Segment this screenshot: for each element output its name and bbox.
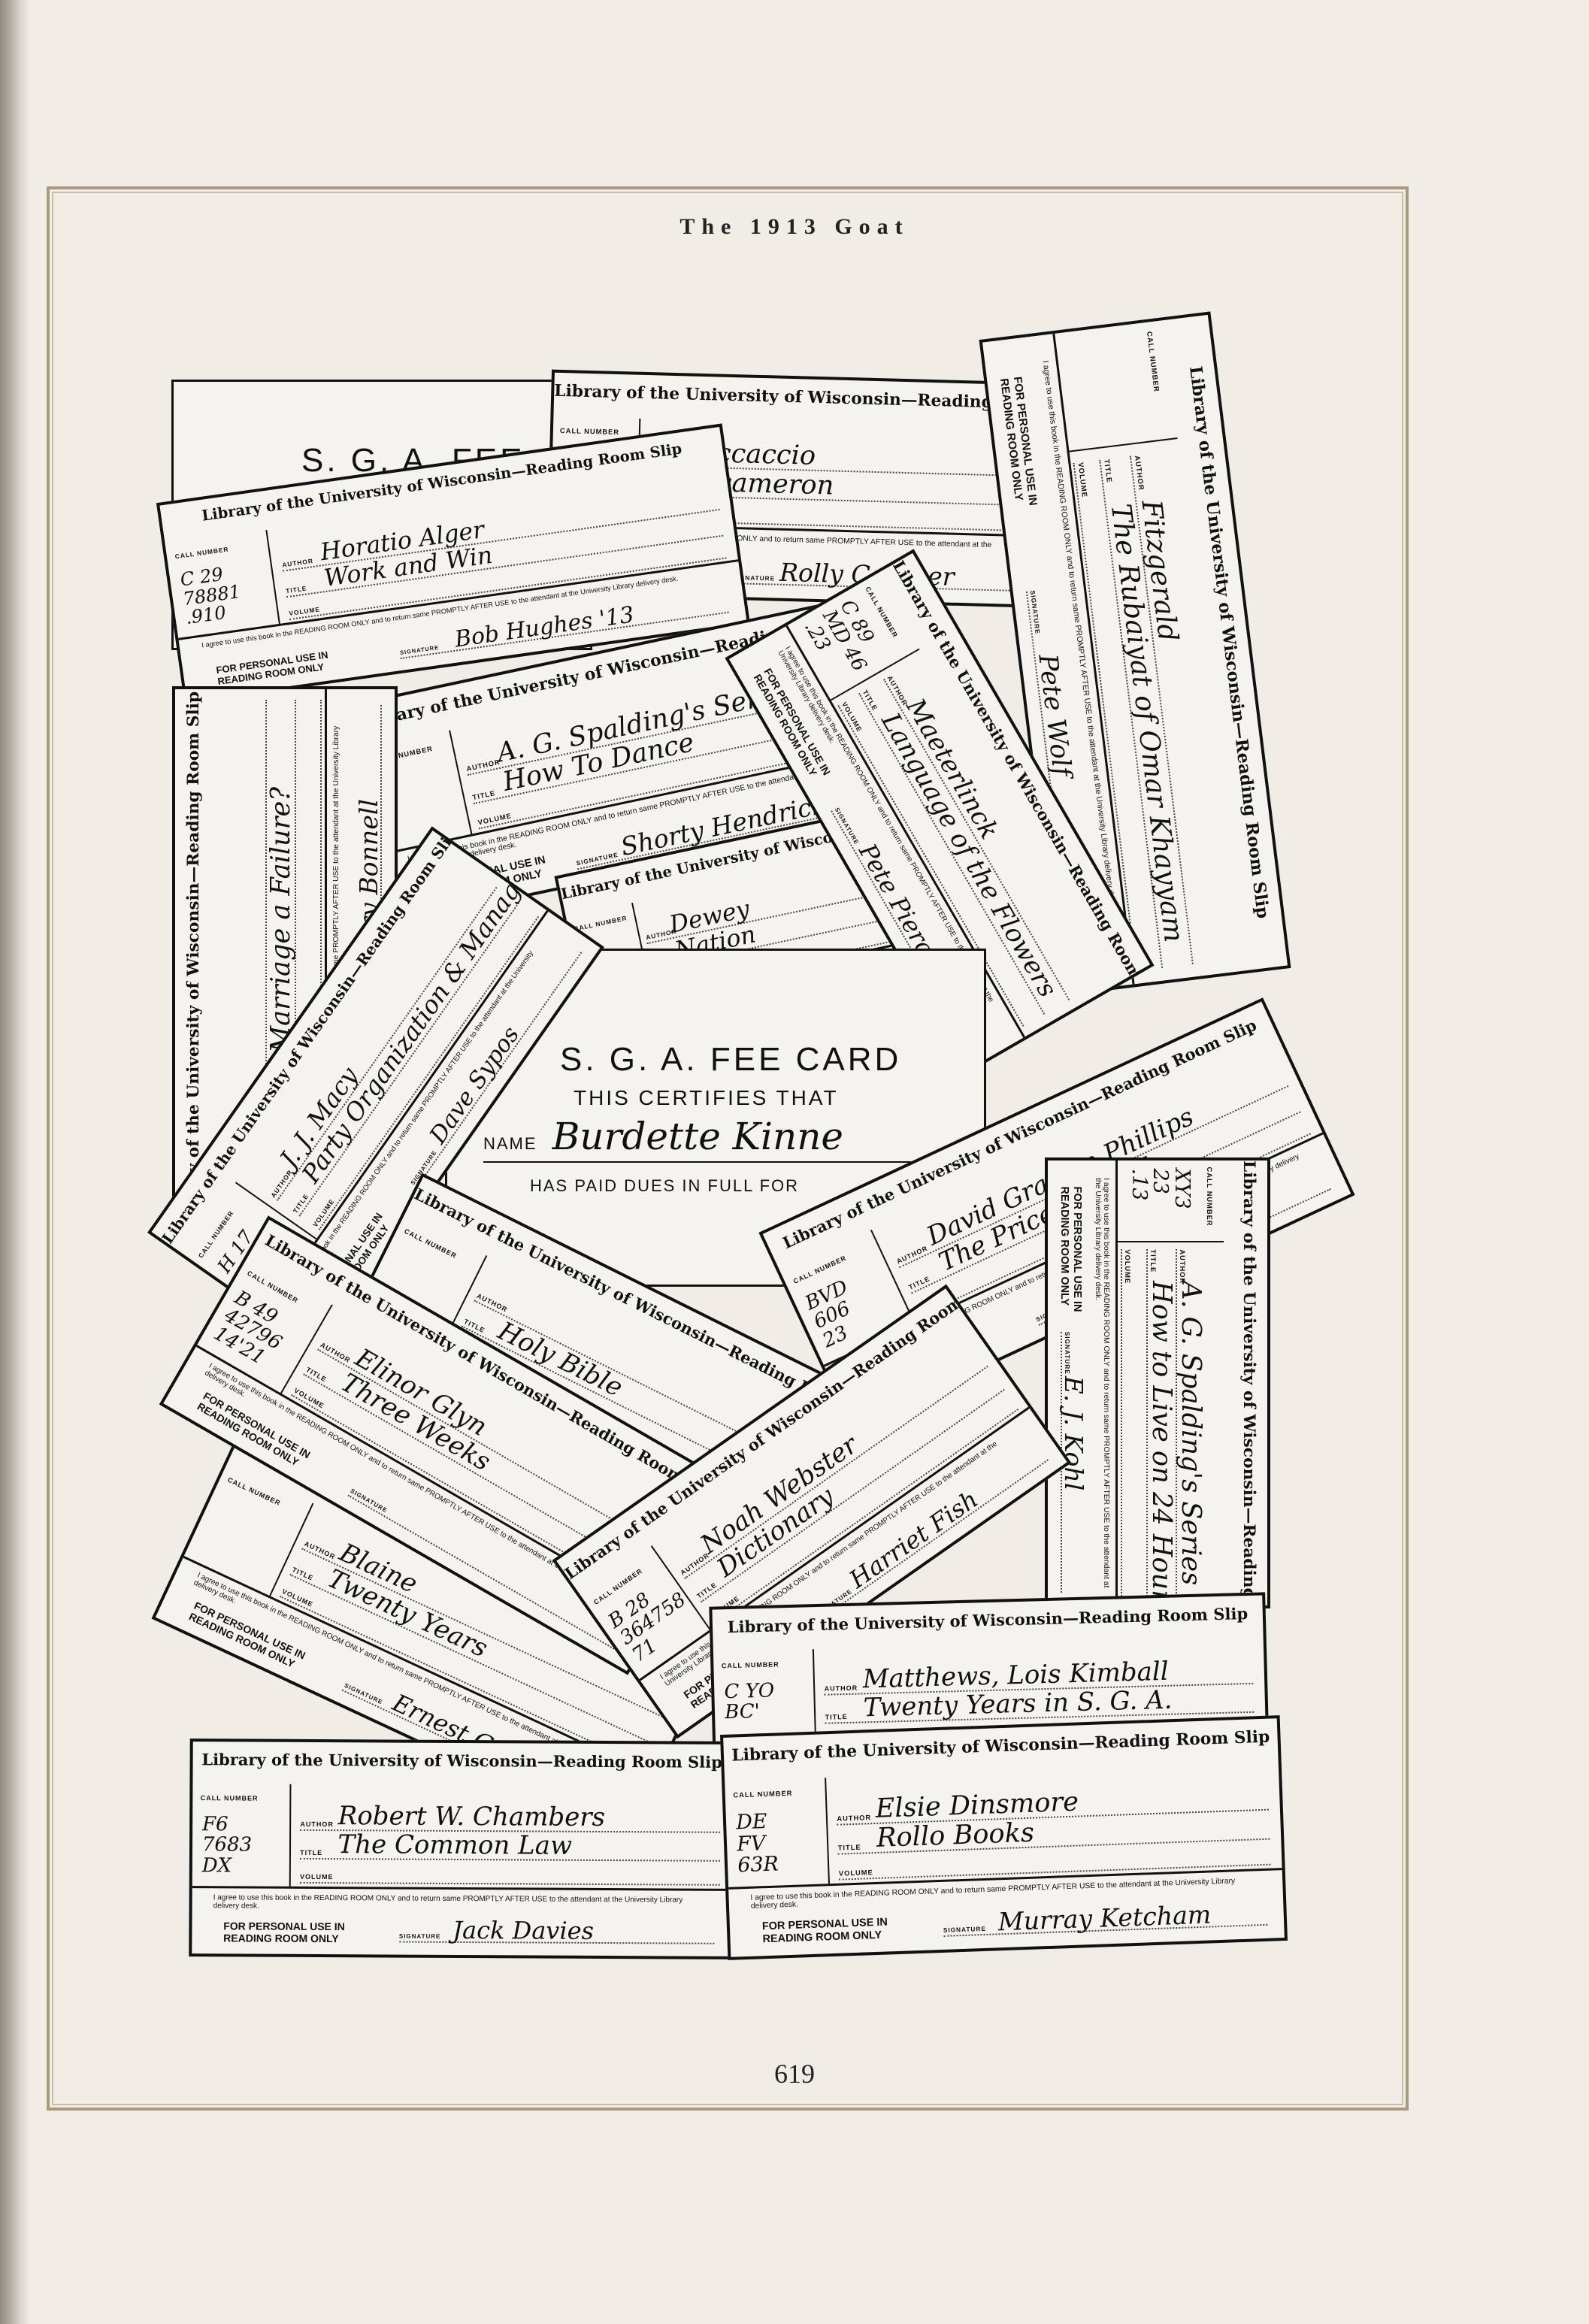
call-number-column: CALL NUMBER DE FV 63R — [724, 1778, 830, 1887]
call-number-label: CALL NUMBER — [1205, 1167, 1213, 1227]
title-row: TITLE The Common Law — [300, 1829, 720, 1862]
call-number-value: XY3 23 .13 — [1127, 1168, 1194, 1209]
title-value: How to Live on 24 Hours a Week — [1146, 1280, 1177, 1608]
slip-header: Library of the University of Wisconsin—R… — [553, 381, 1033, 414]
call-number-label: CALL NUMBER — [573, 914, 628, 933]
title-value: The Common Law — [337, 1829, 573, 1861]
signature-label: SIGNATURE — [834, 806, 861, 846]
author-label: AUTHOR — [465, 758, 501, 773]
title-label: TITLE — [825, 1712, 848, 1721]
title-label: TITLE — [1102, 458, 1114, 484]
title-label: TITLE — [300, 1848, 323, 1856]
slip-footer: I agree to use this book in the READING … — [1052, 1170, 1112, 1596]
page-frame — [47, 186, 1409, 2111]
signature-value: E. J. Kohl — [1058, 1375, 1088, 1491]
signature-label: SIGNATURE — [399, 643, 440, 656]
personal-use-notice: FOR PERSONAL USE IN READING ROOM ONLY — [215, 649, 329, 687]
call-number-label: CALL NUMBER — [732, 1790, 793, 1799]
personal-use-notice: FOR PERSONAL USE IN READING ROOM ONLY — [761, 1916, 888, 1945]
personal-use-notice: FOR PERSONAL USE IN READING ROOM ONLY — [1058, 1186, 1084, 1312]
title-value: Rollo Books — [875, 1817, 1035, 1854]
volume-label: VOLUME — [299, 1873, 334, 1881]
signature-value: Jack Davies — [452, 1915, 595, 1945]
slip-header: Library of the University of Wisconsin—R… — [1239, 1160, 1259, 1608]
volume-row: VOLUME — [299, 1862, 720, 1887]
slip-footer: I agree to use this book in the READING … — [740, 1875, 1273, 1953]
signature-label: SIGNATURE — [943, 1926, 986, 1935]
call-number-label: CALL NUMBER — [1145, 331, 1161, 393]
title-label: TITLE — [285, 584, 307, 595]
signature-line: SIGNATURE Jack Davies — [398, 1916, 715, 1945]
call-number-label: CALL NUMBER — [721, 1660, 779, 1670]
call-number-value: C 89 MD 46 .23 — [800, 596, 879, 676]
call-number-value: BVD 606 23 — [801, 1275, 854, 1353]
slip-footer: I agree to use this book in the READING … — [203, 1892, 720, 1952]
call-number-column: CALL NUMBER XY3 23 .13 — [1118, 1160, 1224, 1242]
author-label: AUTHOR — [836, 1814, 871, 1823]
fee-card-name: Burdette Kinne — [552, 1115, 844, 1158]
author-label: AUTHOR — [1132, 455, 1146, 492]
call-number-value: F6 7683 DX — [201, 1813, 253, 1877]
signature-label: SIGNATURE — [1063, 1331, 1070, 1375]
slip-header: Library of the University of Wisconsin—R… — [201, 1750, 722, 1772]
title-label: TITLE — [837, 1843, 861, 1852]
signature-line: SIGNATURE Murray Ketcham — [942, 1900, 1267, 1938]
slip-header: Library of the University of Wisconsin—R… — [727, 1604, 1248, 1637]
signature-value: Murray Ketcham — [997, 1899, 1212, 1937]
signature-label: SIGNATURE — [343, 1681, 384, 1706]
book-spine-shadow — [0, 0, 30, 2324]
fee-card-paid: HAS PAID DUES IN FULL FOR — [530, 1176, 800, 1195]
signature-label: SIGNATURE — [1029, 589, 1043, 635]
personal-use-notice: FOR PERSONAL USE IN READING ROOM ONLY — [223, 1919, 345, 1944]
call-number-label: CALL NUMBER — [174, 545, 230, 561]
author-row: AUTHOR — [238, 700, 268, 1124]
fee-card-title: S. G. A. FEE CARD — [560, 1041, 902, 1078]
volume-label: VOLUME — [838, 1869, 873, 1878]
fee-card-name-line: NAME Burdette Kinne — [483, 1115, 969, 1163]
slip-header: Library of the University of Wisconsin—R… — [731, 1727, 1270, 1766]
fee-card-certifies: THIS CERTIFIES THAT — [574, 1086, 839, 1109]
author-label: AUTHOR — [300, 1820, 334, 1829]
call-number-column: CALL NUMBER F6 7683 DX — [192, 1784, 292, 1887]
call-number-label: CALL NUMBER — [403, 1227, 459, 1260]
page-number: 619 — [774, 2059, 815, 2089]
author-label: AUTHOR — [824, 1684, 858, 1693]
slip-header: Library of the University of Wisconsin—R… — [183, 691, 203, 1230]
call-number-value: C YO BC' — [724, 1679, 775, 1724]
call-number-value: B 49 42796 14'21 — [210, 1286, 286, 1369]
signature-value: Pete Wolf — [1032, 652, 1078, 779]
author-label: AUTHOR — [281, 556, 314, 569]
agreement-text: I agree to use this book in the READING … — [1094, 1178, 1111, 1588]
signature-label: SIGNATURE — [398, 1932, 441, 1940]
call-number-label: CALL NUMBER — [559, 427, 620, 437]
call-number-column: CALL NUMBER — [1054, 320, 1178, 452]
personal-use-notice: FOR PERSONAL USE IN READING ROOM ONLY — [997, 376, 1040, 507]
reading-room-slip: Library of the University of Wisconsin—R… — [719, 1715, 1288, 1960]
running-head: The 1913 Goat — [679, 214, 910, 239]
reading-room-slip: Library of the University of Wisconsin—R… — [1045, 1157, 1270, 1608]
author-value: Elsie Dinsmore — [874, 1786, 1079, 1824]
author-label: AUTHOR — [1178, 1249, 1186, 1285]
call-number-value: C 29 78881 .910 — [179, 564, 242, 629]
reading-room-slip: Library of the University of Wisconsin—R… — [189, 1738, 734, 1959]
call-number-label: CALL NUMBER — [226, 1475, 283, 1508]
fee-card-name-label: NAME — [483, 1134, 537, 1153]
title-label: TITLE — [1149, 1249, 1157, 1273]
title-label: TITLE — [471, 789, 497, 802]
signature-label: SIGNATURE — [349, 1487, 389, 1515]
author-value: A. G. Spalding's Series — [1175, 1280, 1206, 1586]
volume-label: VOLUME — [1124, 1249, 1132, 1285]
title-row: TITLE How to Live on 24 Hours a Week — [1146, 1249, 1177, 1608]
volume-row: VOLUME — [1121, 1249, 1144, 1597]
call-number-label: CALL NUMBER — [200, 1794, 259, 1802]
call-number-column: CALL NUMBER C 29 78881 .910 — [165, 530, 281, 639]
author-value: Robert W. Chambers — [337, 1801, 606, 1832]
agreement-text: I agree to use this book in the READING … — [213, 1893, 683, 1911]
call-number-value: DE FV 63R — [735, 1810, 779, 1878]
